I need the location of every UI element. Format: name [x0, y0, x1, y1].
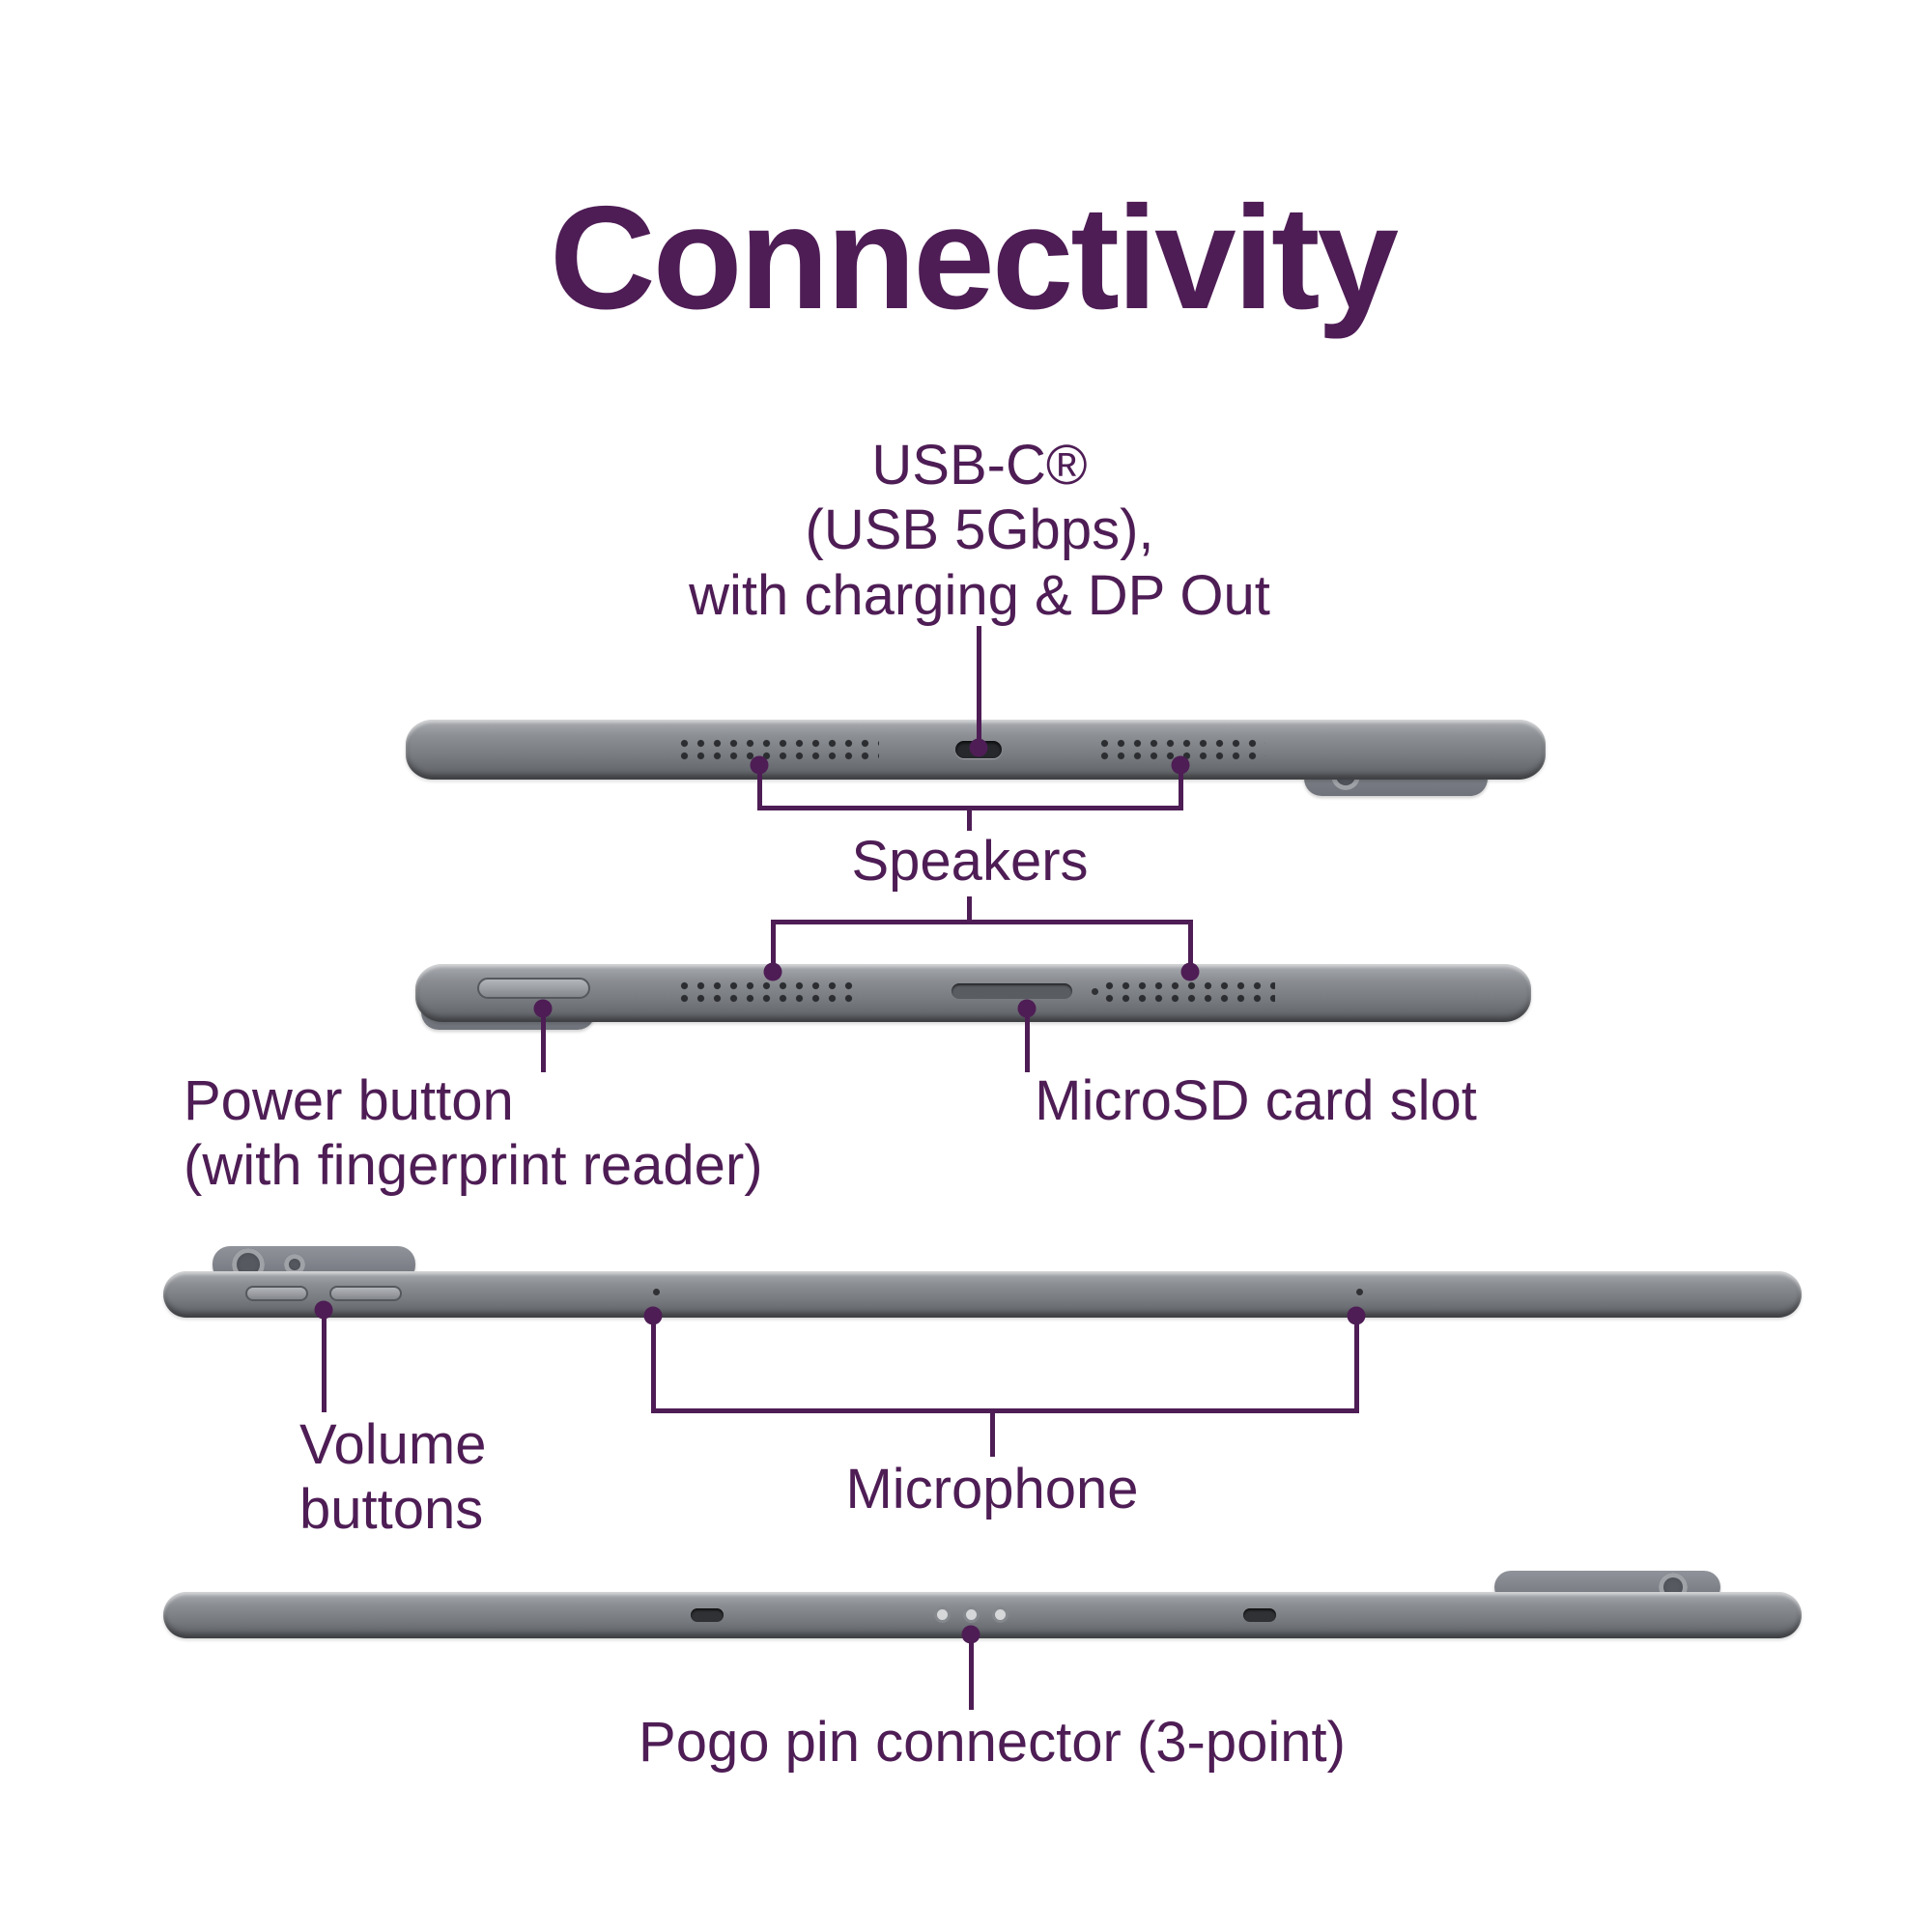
label-pogo: Pogo pin connector (3-point): [639, 1711, 1346, 1774]
label-microsd: MicroSD card slot: [1035, 1069, 1477, 1132]
connector-dot-pogo: [961, 1625, 980, 1644]
connector-dot-speaker-right-1: [1171, 755, 1190, 775]
connector-line-power: [541, 1009, 546, 1072]
power-button: [477, 978, 590, 999]
speaker-grille-left: [676, 980, 860, 1005]
connector-line: [1179, 765, 1183, 810]
pogo-pin: [963, 1606, 980, 1623]
label-usb-c: USB-C® (USB 5Gbps), with charging & DP O…: [689, 434, 1270, 627]
pogo-pin: [992, 1606, 1009, 1623]
label-microphone: Microphone: [845, 1458, 1139, 1520]
label-volume: Volume buttons: [299, 1413, 487, 1542]
connector-dot-mic-right: [1347, 1306, 1366, 1325]
microphone-hole: [1356, 1289, 1363, 1295]
connector-line: [771, 920, 1193, 924]
pogo-pin: [934, 1606, 951, 1623]
connector-dot-usb-c: [969, 738, 988, 757]
speaker-grille-right: [1101, 980, 1275, 1005]
camera-lens-icon: [284, 1254, 305, 1275]
connector-dot-speaker-left-1: [750, 755, 769, 775]
tablet-side-view: [163, 1271, 1802, 1318]
connector-line: [1354, 1316, 1359, 1412]
label-speakers: Speakers: [851, 830, 1089, 893]
tablet-side-view-2: [163, 1592, 1802, 1638]
connector-dot-speaker-right-2: [1180, 962, 1200, 981]
sim-eject-pinhole: [1092, 988, 1098, 995]
connector-line: [757, 765, 762, 810]
connector-line-pogo: [969, 1634, 974, 1710]
connector-dot-power: [533, 999, 553, 1018]
connector-dot-volume: [314, 1300, 333, 1320]
speaker-grille-left: [676, 737, 879, 762]
accessory-slot-left: [691, 1608, 724, 1622]
tablet-top-edge-view-2: [415, 964, 1531, 1022]
connector-dot-microsd: [1017, 999, 1037, 1018]
volume-down-button: [329, 1286, 402, 1301]
connector-line: [651, 1316, 656, 1412]
connector-line: [1188, 920, 1193, 972]
connector-line-volume: [322, 1310, 327, 1412]
connector-dot-speaker-left-2: [763, 962, 782, 981]
label-power-button: Power button (with fingerprint reader): [184, 1069, 763, 1198]
microphone-hole: [653, 1289, 660, 1295]
microsd-slot: [952, 983, 1072, 999]
connector-line-usb-c: [977, 626, 981, 748]
connector-line: [967, 896, 972, 923]
connector-dot-mic-left: [643, 1306, 663, 1325]
connector-line: [771, 920, 776, 972]
accessory-slot-right: [1243, 1608, 1276, 1622]
connector-line: [967, 806, 972, 831]
page-title: Connectivity: [549, 176, 1399, 340]
connector-line: [990, 1408, 995, 1457]
connector-line: [651, 1408, 1359, 1413]
connector-line-microsd: [1025, 1009, 1030, 1072]
volume-up-button: [245, 1286, 308, 1301]
